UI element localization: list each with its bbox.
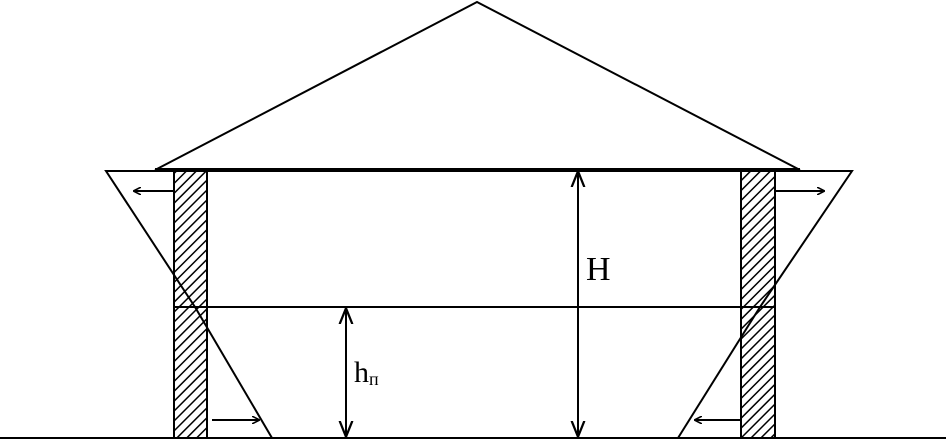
right-wall <box>740 170 776 439</box>
neutral-height-label: hп <box>354 356 379 389</box>
left-wall <box>173 170 208 439</box>
right-lower-pressure-line <box>677 306 761 439</box>
neutral-height-label-main: h <box>354 356 369 389</box>
roof <box>154 0 801 171</box>
height-label: H <box>586 251 611 288</box>
left-upper-pressure-triangle <box>104 170 196 308</box>
right-upper-pressure-triangle <box>759 170 854 308</box>
neutral-height-label-sub: п <box>369 369 379 389</box>
